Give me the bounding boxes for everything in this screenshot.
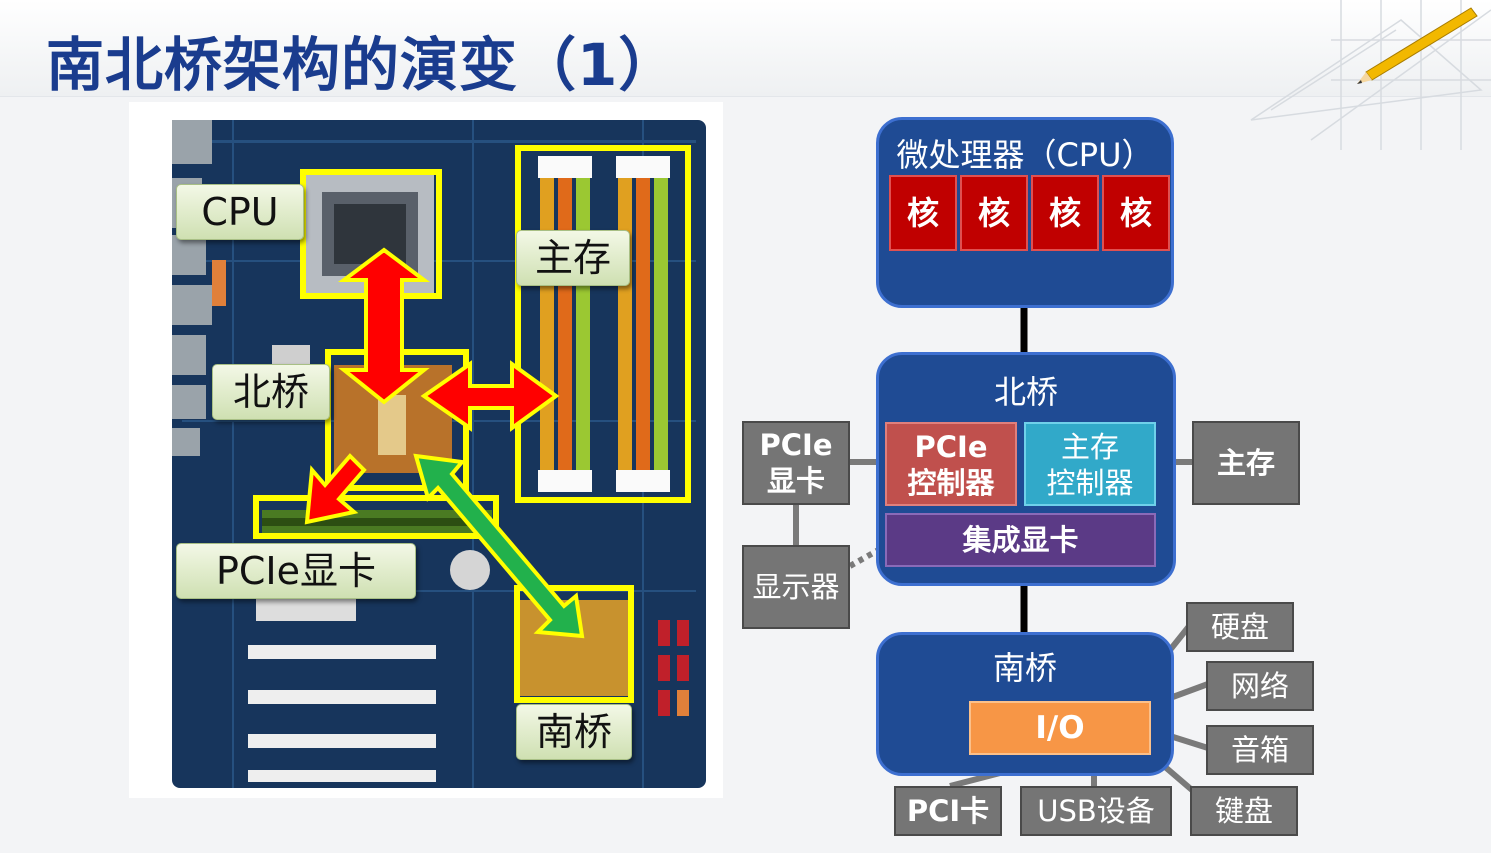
ext-pcie-card-line1: PCIe: [759, 428, 833, 462]
header-band: [0, 0, 1491, 97]
ext-audio: 音箱: [1206, 725, 1314, 775]
decorative-drafting-corner: [1250, 0, 1491, 150]
memory-controller-line2: 控制器: [1046, 466, 1134, 500]
cpu-core-3: 核: [1031, 175, 1099, 251]
memory-controller-box: 主存 控制器: [1024, 422, 1156, 506]
ext-hdd: 硬盘: [1186, 602, 1294, 652]
pencil-icon: [1357, 7, 1478, 84]
arrow-cpu-northbridge: [338, 247, 430, 405]
north-bridge-block: 北桥 PCIe 控制器 主存 控制器 集成显卡: [876, 352, 1176, 586]
photo-label-south-bridge: 南桥: [516, 704, 632, 760]
arrow-northbridge-memory: [420, 360, 560, 432]
photo-label-north-bridge: 北桥: [212, 364, 330, 420]
integrated-graphics-box: 集成显卡: [885, 513, 1156, 567]
photo-label-pcie-card: PCIe显卡: [176, 543, 416, 599]
south-bridge-title: 南桥: [992, 649, 1057, 687]
cpu-core-2: 核: [960, 175, 1028, 251]
photo-label-memory: 主存: [516, 230, 630, 286]
ext-usb-device: USB设备: [1020, 786, 1172, 836]
north-bridge-title: 北桥: [993, 373, 1058, 411]
cpu-core-1: 核: [889, 175, 957, 251]
memory-controller-line1: 主存: [1060, 430, 1119, 464]
ext-pcie-card-line2: 显卡: [766, 464, 825, 498]
ext-keyboard: 键盘: [1190, 786, 1298, 836]
photo-label-cpu: CPU: [176, 184, 304, 240]
ext-pcie-card: PCIe 显卡: [742, 421, 850, 505]
arrow-northbridge-pcie: [304, 453, 367, 525]
ext-display: 显示器: [742, 545, 850, 629]
south-bridge-block: 南桥 I/O: [876, 632, 1174, 776]
ext-network: 网络: [1206, 661, 1314, 711]
cpu-core-4: 核: [1102, 175, 1170, 251]
page-title: 南北桥架构的演变（1）: [46, 31, 678, 99]
cpu-block: 微处理器（CPU） 核 核 核 核: [876, 117, 1174, 308]
ext-pci-card: PCI卡: [894, 786, 1002, 836]
pcie-controller-line2: 控制器: [907, 466, 995, 500]
pcie-controller-box: PCIe 控制器: [885, 422, 1017, 506]
ext-memory: 主存: [1192, 421, 1300, 505]
io-box: I/O: [969, 701, 1151, 755]
pcie-controller-line1: PCIe: [914, 430, 988, 464]
arrow-northbridge-southbridge: [413, 453, 585, 639]
cpu-block-title: 微处理器（CPU）: [896, 136, 1154, 174]
